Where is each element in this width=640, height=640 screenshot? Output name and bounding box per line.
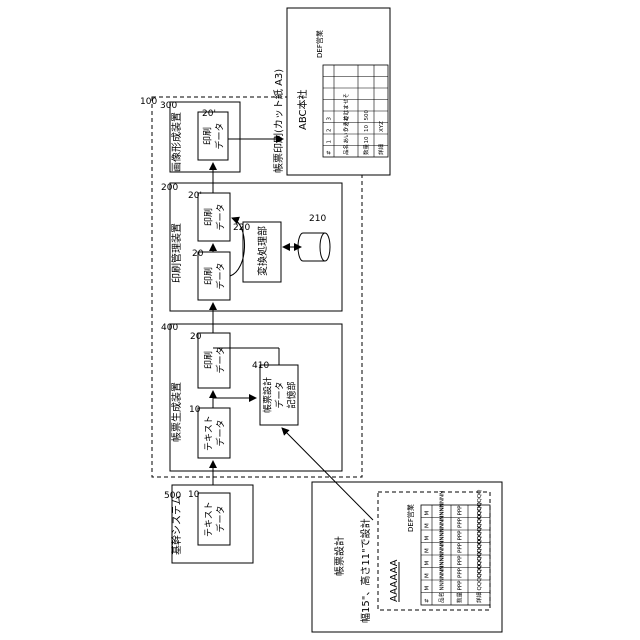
- ref-20-prime-200: 20': [188, 191, 202, 201]
- image-forming-device-300: 300 画像形成装置 20' 印刷データ: [160, 101, 240, 172]
- label-line-0: 印刷: [202, 127, 214, 145]
- table-cell: 1: [326, 140, 332, 144]
- table-cell: M: [424, 511, 430, 516]
- table-header-cell: 数量: [455, 591, 463, 603]
- label-line-1: データ: [215, 262, 227, 289]
- ref-20-200: 20: [192, 249, 204, 259]
- print-management-device-200: 200 印刷管理装置 20 印刷データ 20' 印刷データ 220 変換処理部 …: [161, 183, 342, 311]
- form-generation-title: 帳票生成装置: [170, 382, 183, 442]
- table-header-cell: 数量: [362, 143, 370, 155]
- form-design-header-left: AAAAAA: [389, 559, 400, 602]
- ref-400: 400: [161, 323, 178, 333]
- table-cell: M: [424, 548, 430, 553]
- form-generation-device-400: 400 帳票生成装置 10 テキストデータ 20 印刷データ 410 帳票設計デ…: [161, 323, 342, 471]
- table-cell: 10: [364, 136, 370, 143]
- table-cell: M: [424, 536, 430, 541]
- label-line-1: データ: [214, 122, 226, 149]
- table-cell: PPP: [457, 555, 463, 566]
- label-line-1: データ: [215, 203, 227, 230]
- table-cell: 3: [326, 117, 332, 121]
- label-line-0: 印刷: [203, 351, 215, 369]
- table-cell: さしすせそ: [343, 93, 350, 120]
- table-header-cell: 詳細: [377, 143, 385, 155]
- label-line-0: 印刷: [203, 267, 215, 285]
- table-cell: XYZ: [379, 121, 385, 132]
- form-design-document: 帳票設計 幅15"、高さ11"で設計 AAAAAA DEF営業 # 品名数量詳細 M…: [312, 482, 502, 632]
- label-line-2: 記憶部: [286, 381, 298, 408]
- table-cell: 2: [326, 129, 332, 133]
- table-cell: PPP: [457, 580, 463, 591]
- output-company: ABC本社: [296, 89, 309, 130]
- form-design-title: 帳票設計: [333, 536, 346, 576]
- form-design-storage-label: 帳票設計データ記憶部: [262, 377, 298, 413]
- table-header-cell: #: [424, 598, 430, 603]
- label-line-0: 印刷: [203, 208, 215, 226]
- label-line-1: データ: [274, 381, 286, 408]
- label-line-0: テキスト: [204, 501, 215, 537]
- table-cell: PPP: [457, 567, 463, 578]
- label-line-1: データ: [215, 419, 227, 446]
- output-header: DEF営業: [315, 30, 324, 58]
- table-header-cell: #: [326, 150, 332, 155]
- ref-20-prime-300: 20': [202, 109, 216, 119]
- table-header-cell: 詳細: [475, 591, 483, 603]
- table-header-cell: 品名: [342, 144, 350, 155]
- label-line-1: データ: [215, 505, 227, 532]
- table-cell: M: [424, 561, 430, 566]
- table-cell: M: [424, 523, 430, 528]
- form-design-header-right: DEF営業: [406, 504, 415, 532]
- conversion-unit-label: 変換処理部: [256, 226, 269, 276]
- core-system-title: 基幹システム: [170, 495, 183, 555]
- ref-10-400: 10: [189, 405, 201, 415]
- table-cell: PPP: [457, 542, 463, 553]
- table-cell: 10: [364, 125, 370, 132]
- ref-200: 200: [161, 183, 178, 193]
- table-cell: NNNNNN: [439, 491, 445, 516]
- label-line-0: 帳票設計: [262, 377, 274, 413]
- form-design-size-note: 幅15"、高さ11"で設計: [359, 518, 372, 623]
- table-header-cell: 品名: [437, 592, 445, 603]
- table-cell: PPP: [457, 530, 463, 541]
- output-caption: 帳票印刷(カット紙 A3): [272, 69, 285, 173]
- output-document: ABC本社 DEF営業 #品名数量詳細1あいうえお102かきくけこ10XYZ3さ…: [287, 8, 390, 175]
- label-line-1: データ: [215, 346, 227, 373]
- ref-20-400: 20: [190, 332, 202, 342]
- ref-410: 410: [252, 361, 269, 371]
- ref-210: 210: [309, 214, 326, 224]
- ref-10-system: 10: [188, 490, 200, 500]
- image-forming-title: 画像形成装置: [170, 112, 183, 172]
- table-cell: PPP: [457, 505, 463, 516]
- table-cell: PPP: [457, 517, 463, 528]
- ref-300: 300: [160, 101, 177, 111]
- print-management-title: 印刷管理装置: [170, 223, 183, 283]
- table-cell: QQQQQQ: [477, 489, 483, 516]
- label-line-0: テキスト: [204, 415, 215, 451]
- table-cell: M: [424, 586, 430, 591]
- ref-100: 100: [140, 97, 157, 107]
- table-cell: 500: [364, 110, 370, 121]
- core-system-500: 500 基幹システム 10 テキストデータ: [164, 485, 253, 563]
- table-cell: M: [424, 573, 430, 578]
